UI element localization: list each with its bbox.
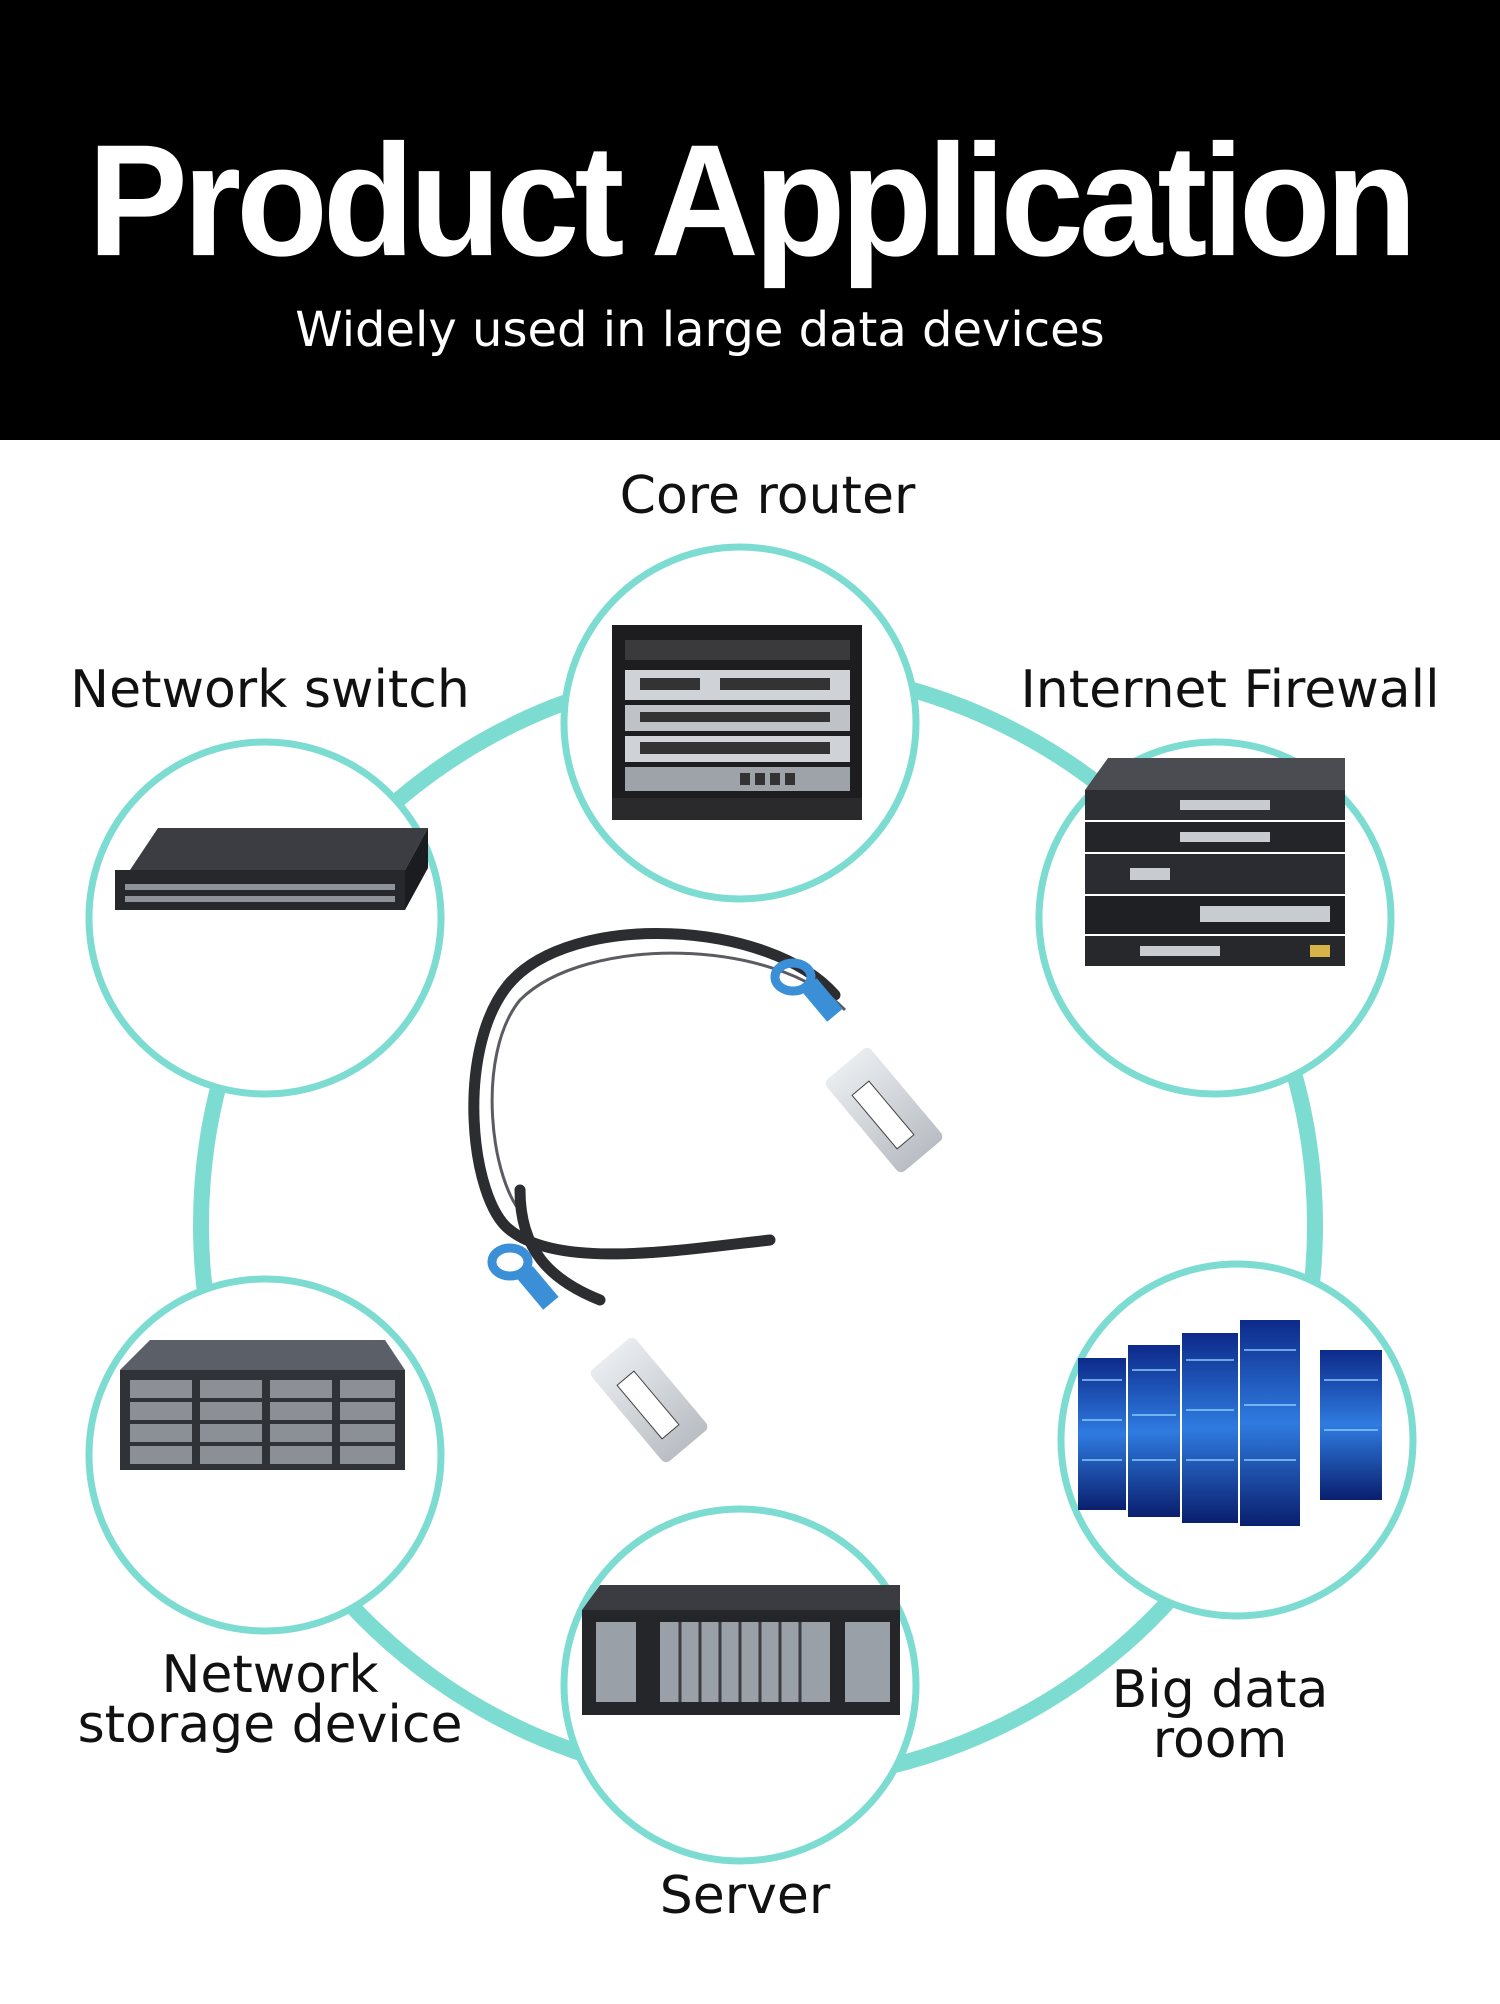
- firewall-icon: [1085, 758, 1345, 966]
- diagram-graphic: [85, 543, 1417, 1865]
- label-big-data-room: Big data room: [1111, 1660, 1329, 1770]
- label-network-storage: Network storage device: [77, 1645, 463, 1755]
- server-racks-icon: [1078, 1320, 1382, 1526]
- core-router-icon: [612, 625, 862, 820]
- header-banner: Product Application Widely used in large…: [0, 0, 1500, 440]
- server-icon: [582, 1585, 900, 1715]
- page-title: Product Application: [87, 110, 1417, 290]
- network-switch-circle: [85, 738, 445, 1098]
- label-server: Server: [659, 1866, 831, 1926]
- network-switch-icon: [115, 828, 428, 910]
- label-internet-firewall: Internet Firewall: [1020, 660, 1440, 720]
- page-subtitle: Widely used in large data devices: [295, 302, 1105, 358]
- application-diagram: Core router Network switch Internet Fire…: [0, 440, 1500, 2000]
- storage-icon: [120, 1340, 405, 1470]
- dac-cable-icon: [468, 928, 943, 1463]
- label-network-switch: Network switch: [70, 660, 470, 720]
- label-core-router: Core router: [619, 466, 916, 526]
